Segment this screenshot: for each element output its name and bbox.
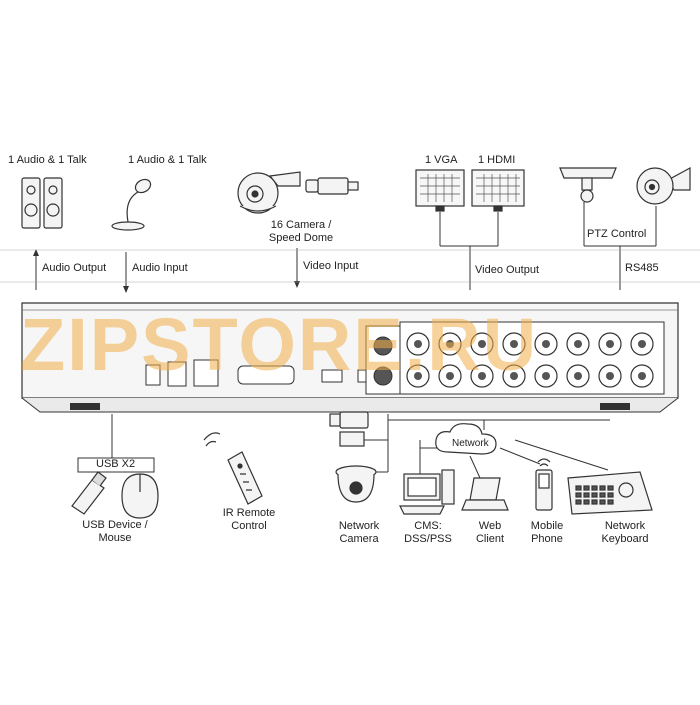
remote-control-icon bbox=[203, 432, 263, 505]
power-port bbox=[167, 361, 187, 387]
box-camera-icon bbox=[305, 177, 359, 195]
label-ptz-control: PTZ Control bbox=[587, 228, 647, 240]
label-rs485: RS485 bbox=[625, 262, 659, 274]
speed-dome-icon bbox=[636, 166, 691, 205]
keyboard-key bbox=[599, 499, 606, 505]
bnc-connector-icon bbox=[566, 332, 590, 356]
label-mobile-phone: Mobile Phone bbox=[530, 520, 564, 545]
label-ir-remote: IR Remote Control bbox=[222, 507, 276, 532]
network-port bbox=[193, 359, 219, 387]
keyboard-key bbox=[591, 492, 598, 498]
bnc-connector-icon bbox=[438, 332, 462, 356]
keyboard-key bbox=[591, 485, 598, 491]
speed-dome-icon bbox=[237, 171, 301, 214]
mouse-icon bbox=[121, 473, 159, 519]
top-connections bbox=[33, 202, 657, 293]
keyboard-icon bbox=[559, 167, 617, 203]
label-camera-speed-dome: 16 Camera / Speed Dome bbox=[268, 219, 334, 244]
bnc-connector-icon bbox=[598, 364, 622, 388]
label-usb-device-mouse: USB Device / Mouse bbox=[82, 519, 148, 544]
label-audio-talk-speaker: 1 Audio & 1 Talk bbox=[8, 154, 87, 166]
speaker-icon bbox=[21, 177, 63, 229]
bnc-connector-icon bbox=[598, 332, 622, 356]
keyboard-key bbox=[575, 485, 582, 491]
keyboard-key bbox=[575, 492, 582, 498]
bnc-connector-grid bbox=[406, 332, 654, 388]
label-audio-talk-mic: 1 Audio & 1 Talk bbox=[128, 154, 207, 166]
bnc-connector-icon bbox=[470, 332, 494, 356]
laptop-icon bbox=[461, 477, 509, 511]
keyboard-key bbox=[591, 499, 598, 505]
label-cms: CMS: DSS/PSS bbox=[404, 520, 452, 545]
cloud-icon bbox=[435, 423, 497, 455]
keyboard-key bbox=[575, 499, 582, 505]
label-network-camera: Network Camera bbox=[338, 520, 380, 545]
keyboard-icon bbox=[567, 471, 653, 515]
guide-lines bbox=[0, 249, 700, 283]
label-network-keyboard: Network Keyboard bbox=[601, 520, 649, 545]
ip-camera-icon bbox=[329, 411, 369, 447]
label-network: Network bbox=[452, 438, 489, 449]
label-video-output: Video Output bbox=[475, 264, 540, 276]
bnc-connector-icon bbox=[438, 364, 462, 388]
bnc-connector-icon bbox=[566, 364, 590, 388]
keyboard-key bbox=[583, 499, 590, 505]
keyboard-key bbox=[583, 492, 590, 498]
dvr-rear-panel bbox=[21, 302, 679, 413]
bnc-connector-icon bbox=[406, 332, 430, 356]
bnc-connector-icon bbox=[534, 332, 558, 356]
bnc-connector-icon bbox=[470, 364, 494, 388]
microphone-icon bbox=[111, 178, 152, 231]
monitor-icon bbox=[471, 169, 525, 212]
bnc-connector-icon bbox=[502, 364, 526, 388]
audio-jack bbox=[145, 364, 161, 386]
label-audio-input: Audio Input bbox=[132, 262, 188, 274]
keyboard-key bbox=[607, 499, 614, 505]
bnc-connector-icon bbox=[630, 364, 654, 388]
keyboard-key bbox=[583, 485, 590, 491]
usb-stick-icon bbox=[71, 471, 107, 515]
label-video-input: Video Input bbox=[303, 260, 359, 272]
dome-camera-icon bbox=[335, 465, 377, 503]
keyboard-key bbox=[607, 485, 614, 491]
label-audio-output: Audio Output bbox=[42, 262, 107, 274]
usb-port bbox=[321, 369, 343, 383]
bnc-connector-icon bbox=[502, 332, 526, 356]
keyboard-key bbox=[607, 492, 614, 498]
label-usb-x2: USB X2 bbox=[96, 458, 136, 470]
keyboard-key bbox=[599, 485, 606, 491]
bottom-connections bbox=[77, 414, 610, 479]
label-web-client: Web Client bbox=[475, 520, 505, 545]
bnc-connector-icon bbox=[406, 364, 430, 388]
pc-icon bbox=[399, 469, 455, 515]
monitor-icon bbox=[415, 169, 465, 212]
vga-port bbox=[237, 365, 295, 385]
bnc-connector-icon bbox=[630, 332, 654, 356]
label-vga: 1 VGA bbox=[425, 154, 458, 166]
label-hdmi: 1 HDMI bbox=[478, 154, 516, 166]
keyboard-key bbox=[599, 492, 606, 498]
phone-icon bbox=[535, 458, 553, 511]
bnc-connector-icon bbox=[534, 364, 558, 388]
